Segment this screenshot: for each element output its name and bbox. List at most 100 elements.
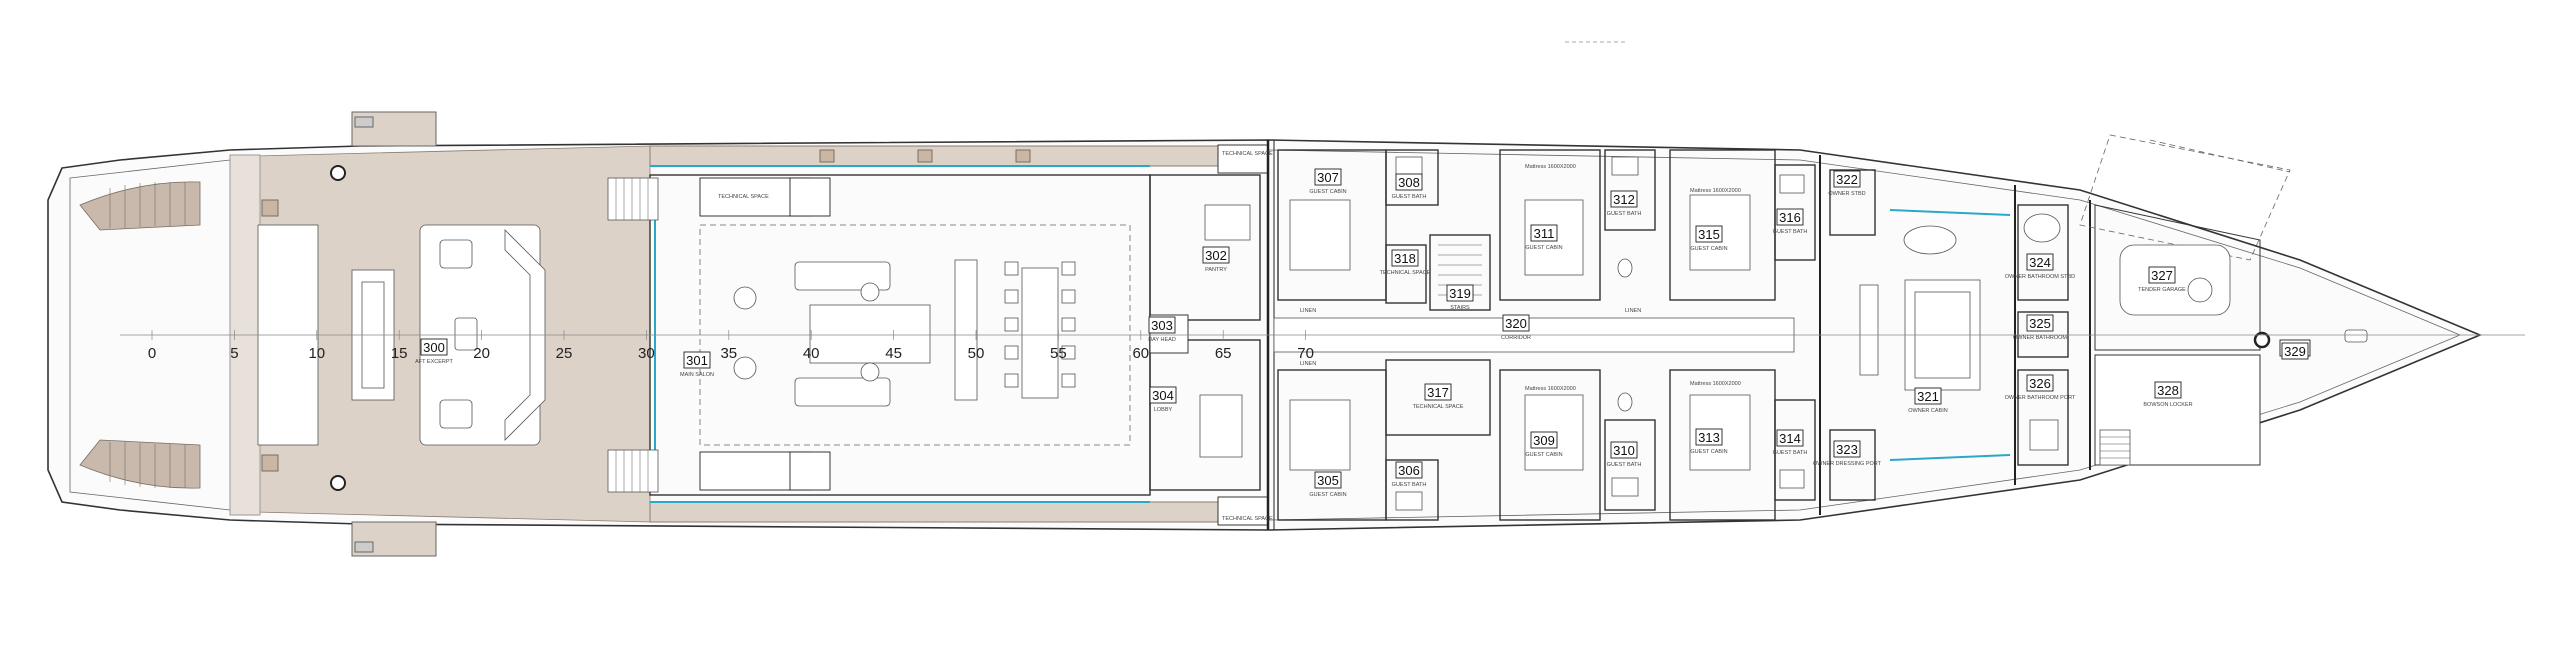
room-number: 317	[1427, 385, 1449, 400]
room-number: 304	[1152, 388, 1174, 403]
room-number: 325	[2029, 316, 2051, 331]
room-number: 328	[2157, 383, 2179, 398]
room-name: TECHNICAL SPACE	[1413, 404, 1464, 410]
bath-308	[1385, 149, 1439, 206]
room-number-box	[1530, 224, 1558, 242]
room-number-box	[1148, 316, 1176, 334]
side-door-top	[354, 116, 374, 128]
axis-label: 65	[1215, 345, 1232, 362]
room-number-box	[1314, 168, 1342, 186]
room-number: 310	[1613, 443, 1635, 458]
room-number: 329	[2284, 344, 2306, 359]
room-name: GUEST CABIN	[1309, 492, 1346, 498]
tech-aft-box-top	[1217, 144, 1269, 174]
annot-tech-bottom: TECHNICAL SPACE	[1222, 516, 1273, 522]
room-number: 327	[2151, 268, 2173, 283]
lobby-walls	[1149, 339, 1261, 491]
room-number-box	[1202, 246, 1230, 264]
room-number-box	[1395, 173, 1423, 191]
room-number: 324	[2029, 255, 2051, 270]
axis-label: 20	[473, 345, 490, 362]
annot-tech-aft: TECHNICAL SPACE	[1222, 151, 1273, 157]
room-number: 319	[1449, 286, 1471, 301]
anchor-ring	[2253, 331, 2271, 349]
room-number-box	[1446, 284, 1474, 302]
bollard-top	[330, 165, 346, 181]
tender-winch	[2187, 277, 2213, 303]
bollard-bottom	[330, 475, 346, 491]
room-number: 306	[1398, 463, 1420, 478]
room-name: OWNER DRESSING PORT	[1813, 461, 1882, 467]
room-number-box	[2148, 266, 2176, 284]
room-number: 300	[423, 340, 445, 355]
locker-grate-lines	[2100, 436, 2130, 459]
owner-bath-tub	[2023, 213, 2061, 243]
room-number: 311	[1534, 226, 1555, 241]
annot-tech-top: TECHNICAL SPACE	[718, 194, 769, 200]
room-name: OWNER STBD	[1828, 191, 1865, 197]
tender-garage	[2094, 204, 2261, 351]
room-number: 323	[1836, 442, 1858, 457]
room-number-box	[1695, 225, 1723, 243]
bath-312	[1604, 149, 1656, 231]
annot-mattress-a: Mattress 1600X2000	[1525, 164, 1576, 170]
room-name: MAIN SALON	[680, 372, 714, 378]
room-number-box	[1502, 314, 1530, 332]
cabin-311	[1499, 149, 1601, 301]
room-name: DAY HEAD	[1148, 337, 1176, 343]
room-number-box	[1610, 190, 1638, 208]
room-number-box	[1395, 461, 1423, 479]
side-door-bottom	[354, 541, 374, 553]
room-number-box	[2026, 374, 2054, 392]
owner-bath-325	[2017, 311, 2069, 358]
owner-glass-top	[1889, 209, 2011, 216]
locker-grate	[2099, 429, 2131, 466]
axis-label: 50	[968, 345, 985, 362]
room-name: GUEST BATH	[1773, 450, 1808, 456]
room-number: 314	[1779, 431, 1801, 446]
axis-label: 25	[556, 345, 573, 362]
aft-sofa-angled	[504, 229, 546, 441]
lobby-lift	[1199, 394, 1243, 458]
room-number-box	[1833, 440, 1861, 458]
salon-stair-bottom	[607, 449, 659, 493]
side-deck-top	[649, 145, 1266, 167]
axis-label: 35	[720, 345, 737, 362]
room-number-box	[1833, 170, 1861, 188]
deck-hatch-2	[917, 149, 933, 163]
tech-box-bottom-2	[789, 451, 831, 491]
owner-dressing-322	[1829, 169, 1876, 236]
cabin-307	[1277, 149, 1387, 301]
owner-dressing-323	[1829, 429, 1876, 501]
stair-lines	[109, 182, 186, 488]
dining-chairs	[1004, 261, 1076, 388]
deck-hatch-1	[819, 149, 835, 163]
pantry-counter	[1204, 204, 1251, 241]
annot-mattress-c: Mattress 1600X2000	[1525, 386, 1576, 392]
bath-fixtures	[1395, 156, 1805, 511]
room-number-box	[2154, 381, 2182, 399]
room-number: 302	[1205, 248, 1227, 263]
owner-tub	[1903, 225, 1957, 255]
room-number-box	[1424, 383, 1452, 401]
room-name: LOBBY	[1154, 407, 1173, 413]
room-number: 305	[1317, 473, 1339, 488]
room-number: 320	[1505, 316, 1527, 331]
annot-mattress-b: Mattress 1600X2000	[1690, 188, 1741, 194]
room-number: 322	[1836, 172, 1858, 187]
room-number: 308	[1398, 175, 1420, 190]
room-name: OWNER CABIN	[1908, 408, 1947, 414]
aft-cushion-2	[439, 399, 473, 429]
bath-314	[1774, 399, 1816, 501]
